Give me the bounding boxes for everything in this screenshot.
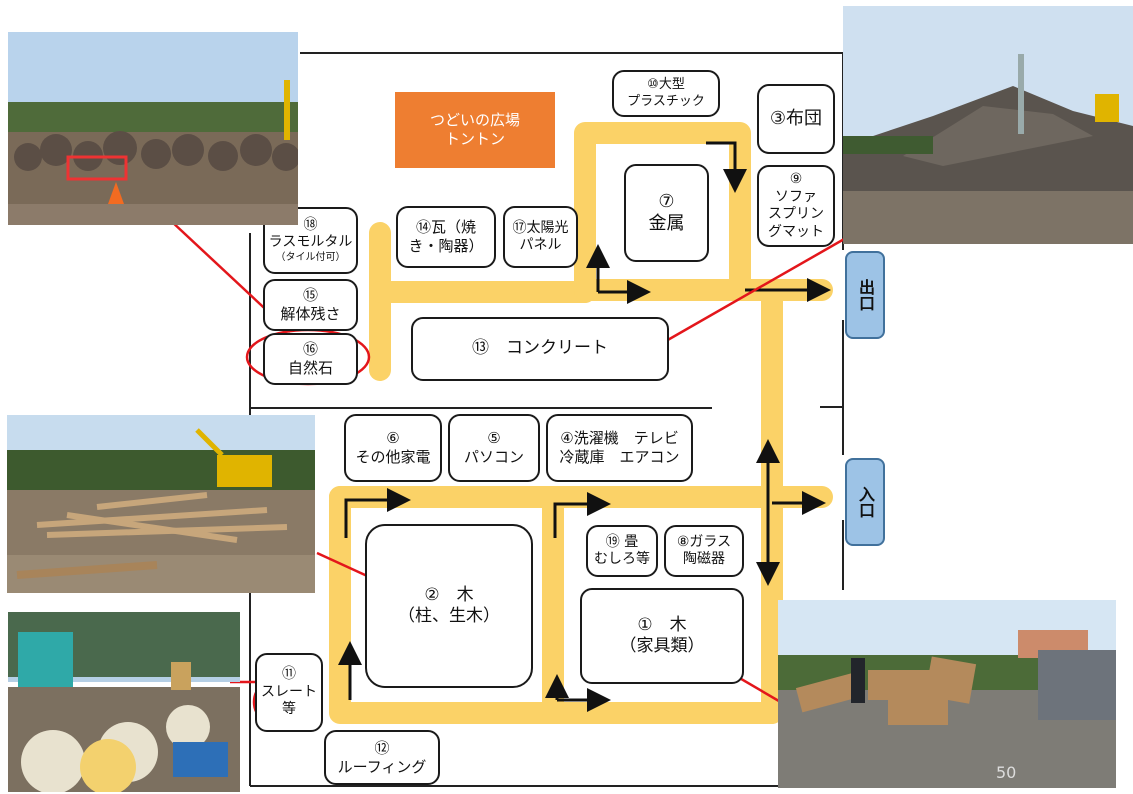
area-number: ⑩大型: [647, 77, 685, 93]
area-pc: ⑤ パソコン: [448, 414, 540, 482]
plaza-subname: トントン: [444, 130, 505, 148]
area-label: ① 木: [637, 614, 687, 635]
area-label: 等: [282, 701, 296, 718]
area-glass-ceramics: ⑧ガラス 陶磁器: [664, 525, 744, 577]
direction-arrows: [338, 141, 831, 712]
area-label: パソコン: [463, 448, 524, 466]
area-label: ⑰太陽光: [512, 219, 569, 236]
area-label: 自然石: [287, 359, 333, 377]
area-label: ⑭瓦（焼: [415, 218, 476, 237]
area-label: プラスチック: [627, 93, 705, 109]
area-wood-pillar: ② 木 （柱、生木）: [365, 524, 533, 688]
area-big-plastic: ⑩大型 プラスチック: [612, 70, 720, 117]
area-futon: ③布団: [757, 84, 835, 154]
photo-slate-bags: [8, 612, 240, 792]
area-label: 解体残さ: [280, 305, 341, 323]
area-label: ソファ: [775, 188, 817, 205]
area-tatami: ⑲ 畳 むしろ等: [586, 525, 658, 577]
area-label: ⑲ 畳: [605, 533, 639, 550]
area-metal: ⑦ 金属: [624, 164, 709, 262]
area-label: 冷蔵庫 エアコン: [559, 448, 680, 466]
area-label: パネル: [519, 237, 562, 253]
photo-furniture-wood-pile: 50: [778, 600, 1116, 788]
area-number: ⑮: [302, 286, 318, 305]
area-number: ⑱: [303, 216, 318, 233]
area-demolition-residue: ⑮ 解体残さ: [263, 279, 358, 331]
area-number: ⑦: [658, 190, 675, 212]
area-label: グマット: [768, 223, 824, 240]
area-roofing: ⑫ ルーフィング: [324, 730, 440, 785]
area-wood-furniture: ① 木 （家具類）: [580, 588, 744, 684]
area-number: ⑤: [487, 429, 501, 448]
area-sofa: ⑨ ソファ スプリン グマット: [757, 165, 835, 247]
area-number: ⑫: [374, 738, 390, 757]
entrance-label: 入口: [856, 486, 875, 518]
area-label: ③布団: [769, 107, 823, 129]
area-note: （タイル付可）: [275, 251, 346, 263]
area-slate: ⑪ スレート 等: [255, 653, 323, 732]
area-number: ⑨: [789, 171, 803, 187]
area-label: 陶磁器: [683, 551, 725, 567]
area-label: 金属: [648, 213, 685, 234]
plaza-name: つどいの広場: [429, 110, 520, 129]
photo-watermark: 50: [996, 763, 1016, 782]
area-label: （柱、生木）: [398, 606, 500, 626]
photo-wood-pillar-pile: [7, 415, 315, 593]
area-number: ⑪: [282, 666, 296, 683]
area-other-appliances: ⑥ その他家電: [344, 414, 442, 482]
entrance-gate: 入口: [845, 458, 885, 546]
area-roof-tile: ⑭瓦（焼 き・陶器）: [396, 206, 496, 268]
area-label: ④洗濯機 テレビ: [560, 429, 679, 448]
area-label: スプリン: [768, 206, 824, 222]
area-label: ⑬ コンクリート: [472, 338, 608, 359]
area-label: ⑧ガラス: [676, 533, 732, 550]
photo-concrete-pile: [843, 6, 1133, 244]
exit-label: 出口: [856, 279, 875, 311]
exit-gate: 出口: [845, 251, 885, 339]
area-label: （家具類）: [619, 636, 705, 656]
area-label: き・陶器）: [408, 237, 484, 255]
area-label: ② 木: [424, 584, 474, 605]
area-number: ⑥: [386, 429, 400, 448]
area-concrete: ⑬ コンクリート: [411, 317, 669, 381]
area-number: ⑯: [302, 340, 318, 359]
area-solar-panel: ⑰太陽光 パネル: [503, 206, 578, 268]
gathering-plaza: つどいの広場 トントン: [395, 92, 555, 168]
area-label: ラスモルタル: [268, 234, 353, 251]
area-label: ルーフィング: [337, 757, 427, 776]
area-large-appliances: ④洗濯機 テレビ 冷蔵庫 エアコン: [546, 414, 693, 482]
area-label: むしろ等: [594, 551, 650, 567]
area-label: その他家電: [355, 448, 431, 466]
area-label: スレート: [261, 683, 317, 700]
area-natural-stone: ⑯ 自然石: [263, 333, 358, 385]
photo-natural-stone-pile: [8, 32, 298, 225]
